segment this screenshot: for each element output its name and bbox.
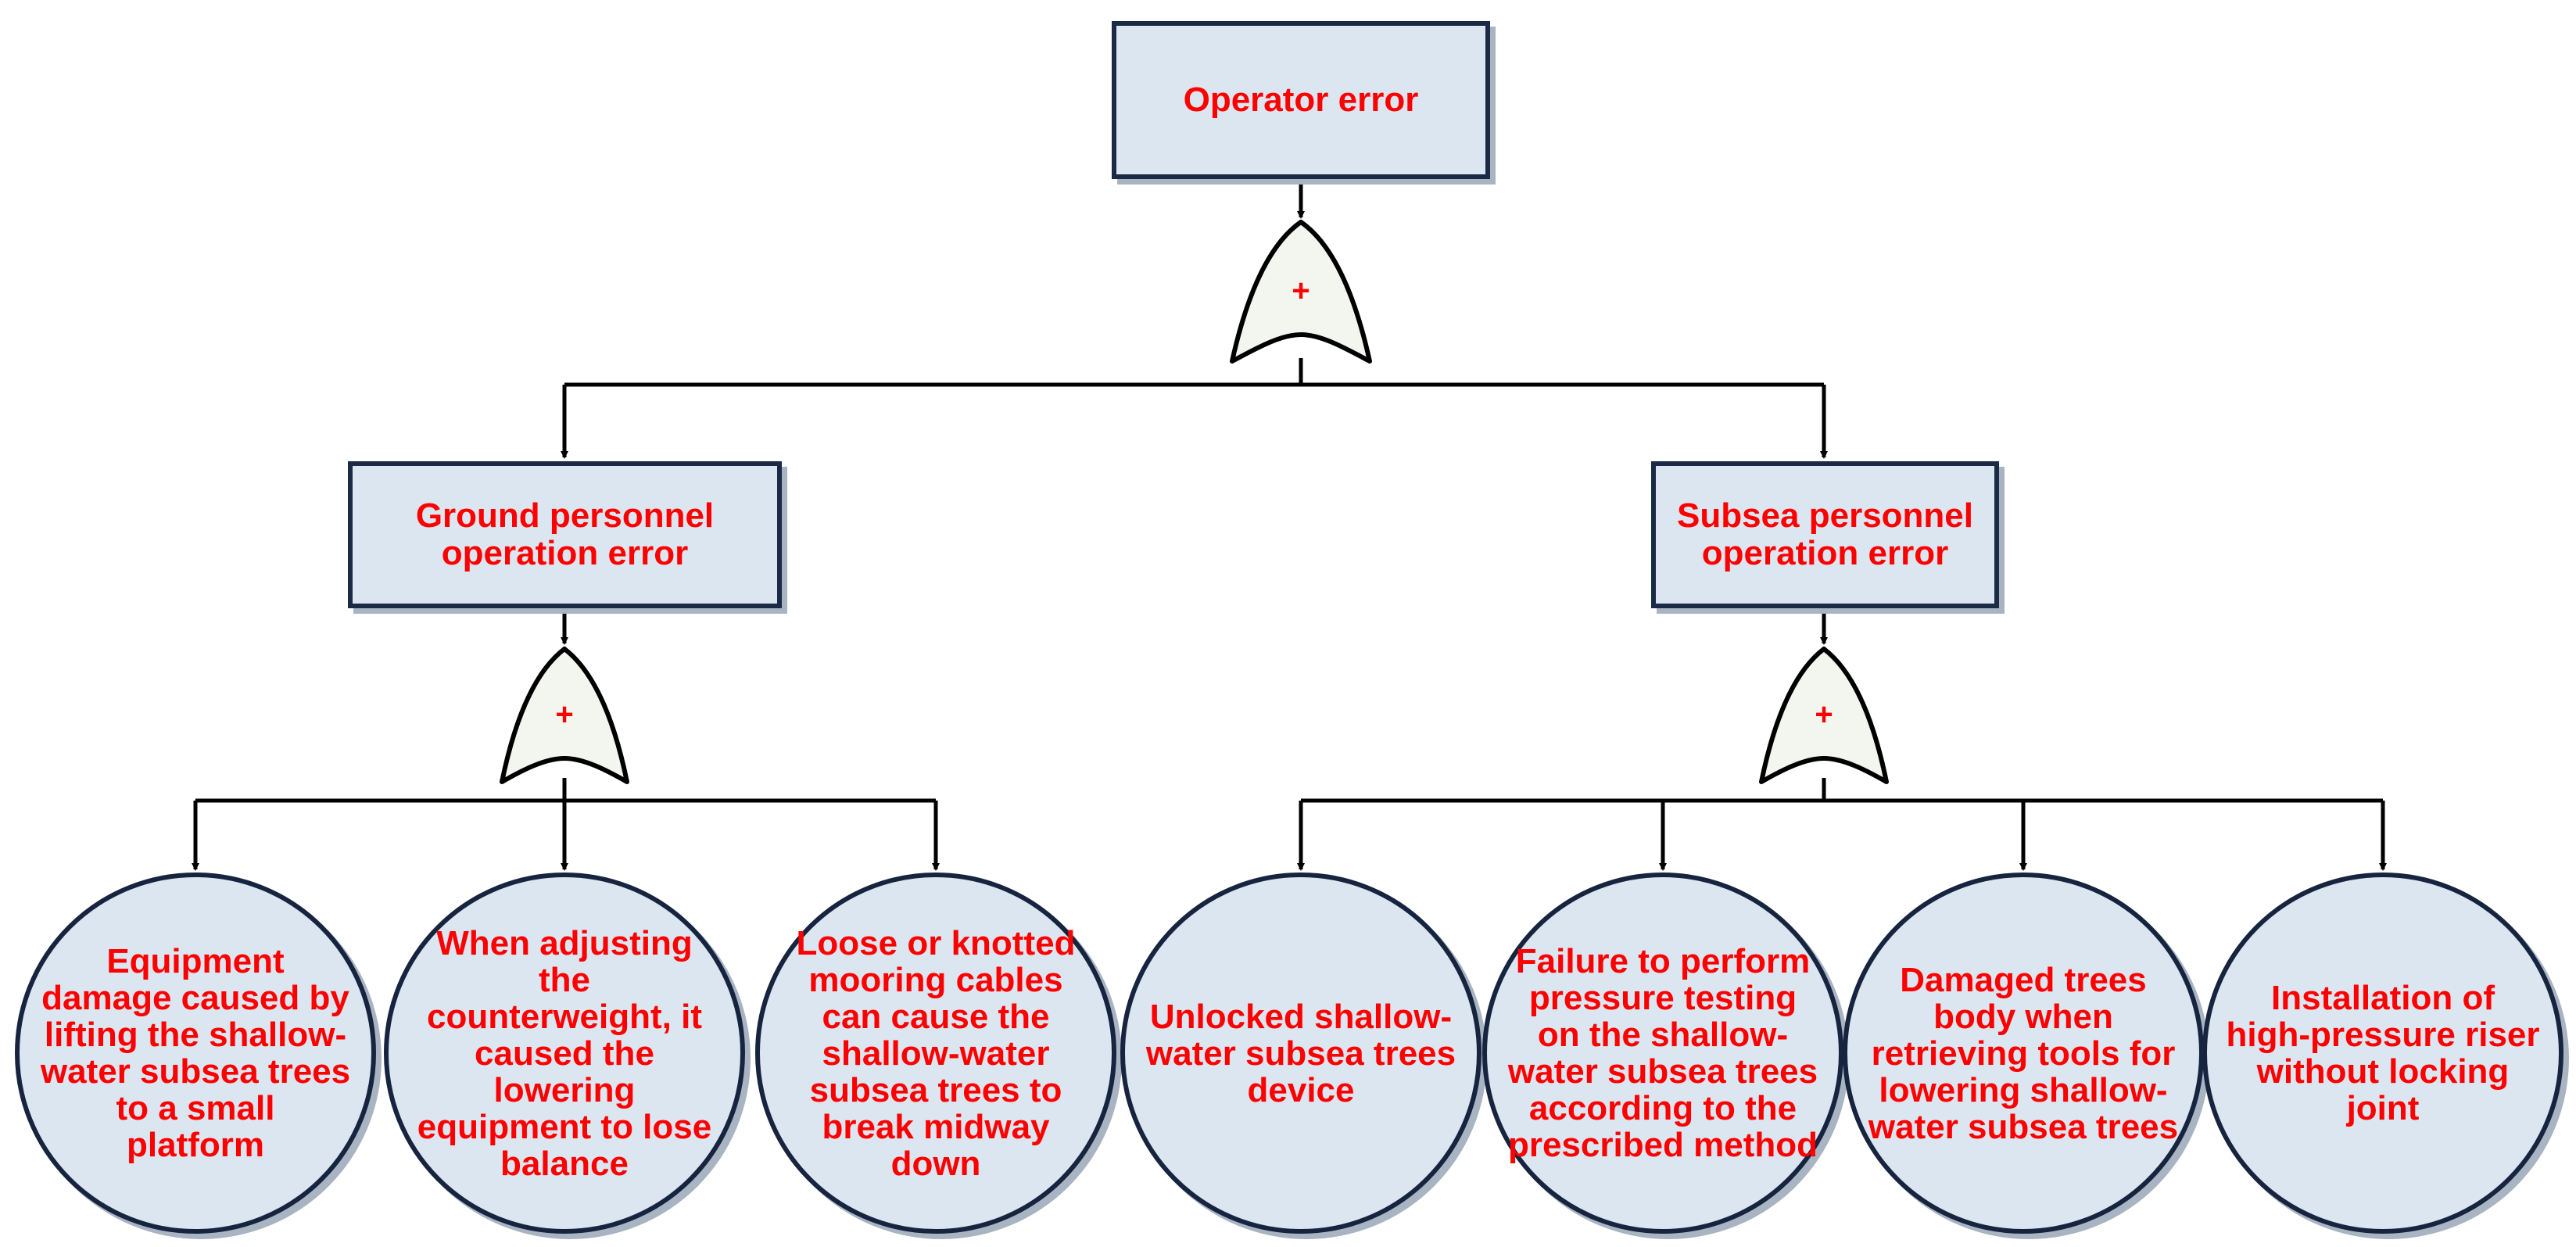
basic-event-4: Unlocked shallow- water subsea trees dev… xyxy=(1120,873,1481,1234)
or-gate-ground xyxy=(500,647,629,784)
basic-event-1-label: Equipment damage caused by lifting the s… xyxy=(40,942,351,1164)
basic-event-4-label: Unlocked shallow- water subsea trees dev… xyxy=(1145,997,1456,1109)
basic-event-6-label: Damaged trees body when retrieving tools… xyxy=(1868,960,2179,1146)
basic-event-2: When adjusting the counterweight, it cau… xyxy=(384,873,745,1234)
basic-event-7-label: Installation of high-pressure riser with… xyxy=(2226,979,2540,1127)
basic-event-5: Failure to perform pressure testing on t… xyxy=(1482,873,1843,1234)
or-gate-subsea xyxy=(1759,647,1889,784)
basic-event-5-label: Failure to perform pressure testing on t… xyxy=(1507,942,1818,1164)
basic-event-7: Installation of high-pressure riser with… xyxy=(2202,873,2563,1234)
gate-ground-symbol: + xyxy=(555,697,574,732)
or-gate-top xyxy=(1230,220,1372,364)
basic-event-1: Equipment damage caused by lifting the s… xyxy=(15,873,376,1234)
gate-top-symbol: + xyxy=(1292,274,1310,308)
gate-subsea-symbol: + xyxy=(1815,697,1833,732)
top-event-label: Operator error xyxy=(1183,81,1419,119)
intermediate-event-subsea-label: Subsea personnel operation error xyxy=(1676,496,1973,572)
basic-event-2-label: When adjusting the counterweight, it cau… xyxy=(417,923,712,1183)
basic-event-3: Loose or knotted mooring cables can caus… xyxy=(755,873,1116,1234)
top-event-box: Operator error xyxy=(1112,21,1490,179)
basic-event-6: Damaged trees body when retrieving tools… xyxy=(1843,873,2204,1234)
intermediate-event-subsea: Subsea personnel operation error xyxy=(1651,461,1999,608)
intermediate-event-ground-label: Ground personnel operation error xyxy=(415,496,715,572)
basic-event-3-label: Loose or knotted mooring cables can caus… xyxy=(796,923,1076,1183)
intermediate-event-ground: Ground personnel operation error xyxy=(348,461,782,608)
